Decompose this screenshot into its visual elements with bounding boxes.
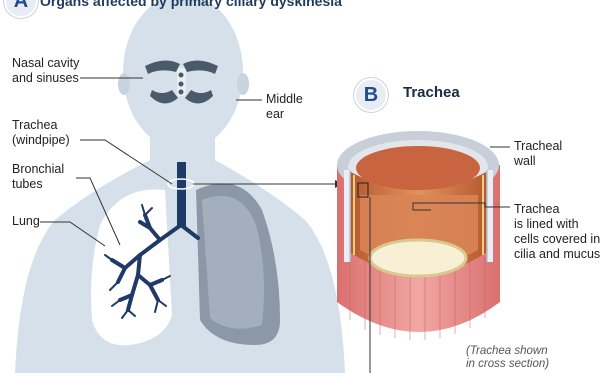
panel-b-title: Trachea <box>403 84 460 101</box>
cross-section-note: (Trachea shown in cross section) <box>466 345 549 371</box>
label-trachea-lining: Trachea is lined with cells covered in c… <box>514 202 600 262</box>
panel-b-badge: B <box>354 78 388 112</box>
label-trachea: Trachea (windpipe) <box>12 118 70 148</box>
label-bronchial-tubes: Bronchial tubes <box>12 162 64 192</box>
label-lung: Lung <box>12 214 40 229</box>
trachea-tube <box>177 162 186 227</box>
panel-a-title: Organs affected by primary ciliary dyski… <box>40 0 342 9</box>
trachea-cross-section <box>337 131 500 340</box>
label-middle-ear: Middle ear <box>266 92 303 122</box>
label-nasal-cavity: Nasal cavity and sinuses <box>12 56 79 86</box>
label-tracheal-wall: Tracheal wall <box>514 139 562 169</box>
